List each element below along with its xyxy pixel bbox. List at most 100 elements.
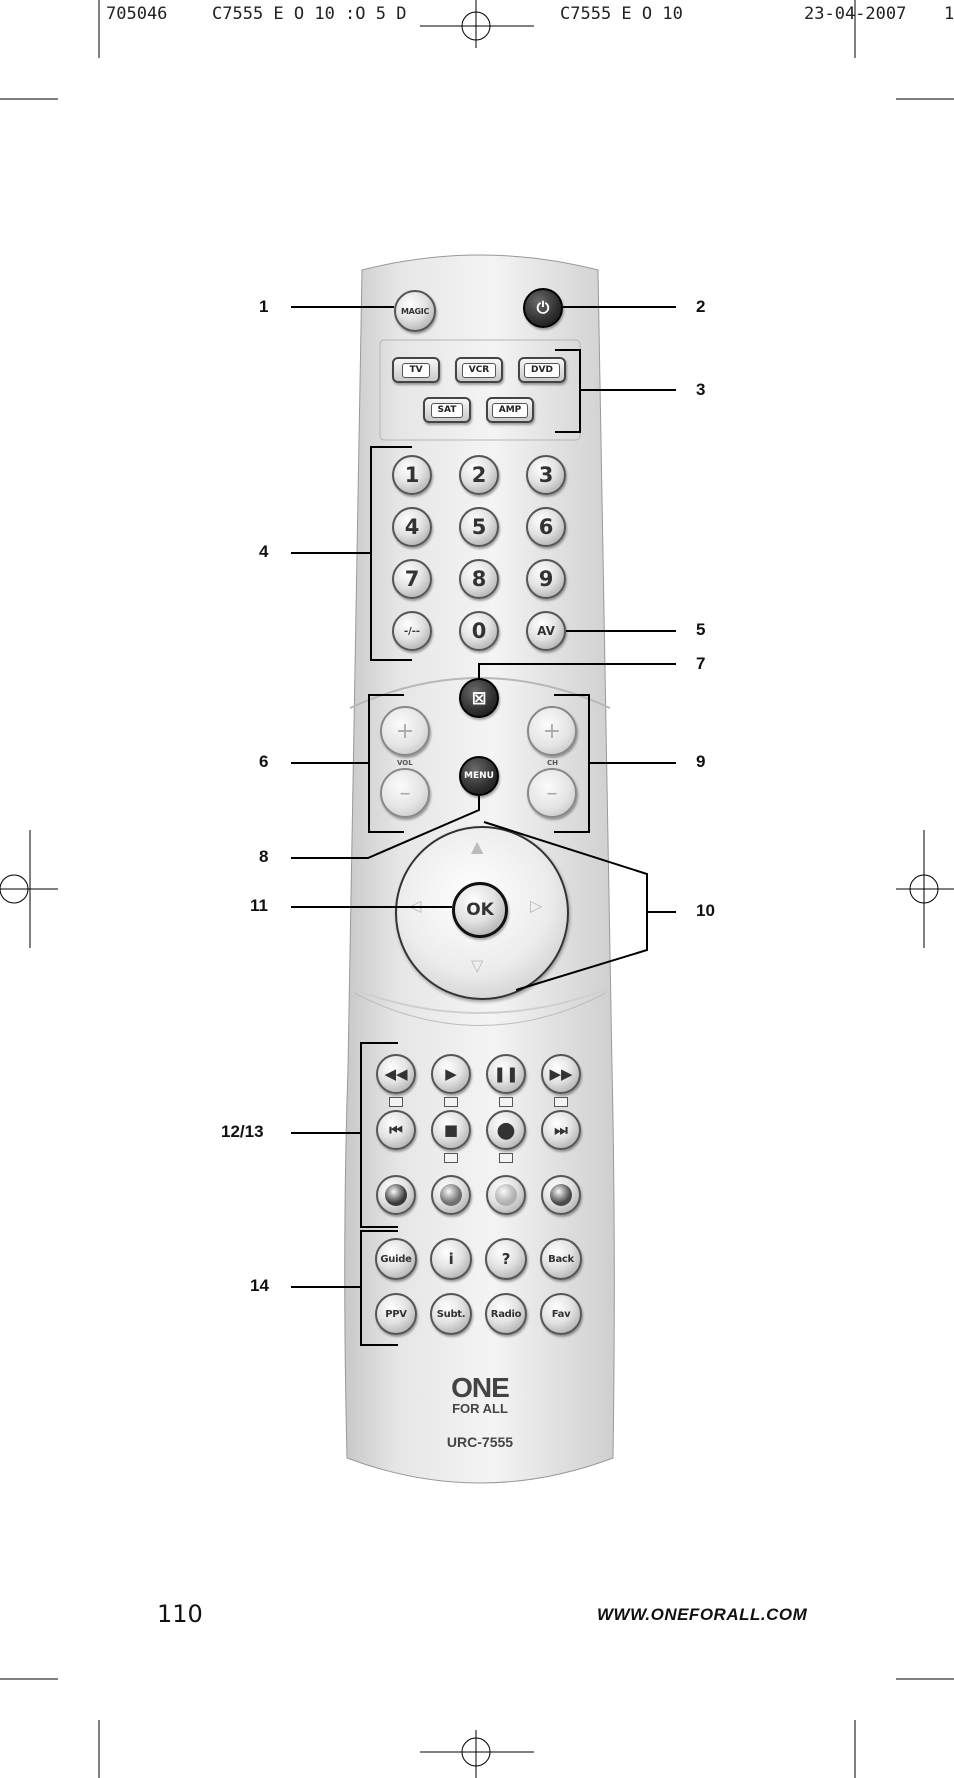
number-key-0[interactable]: 0: [459, 611, 499, 651]
play-button[interactable]: ▶: [431, 1054, 471, 1094]
mute-icon: ⊠: [471, 687, 487, 709]
print-file-name-a: C7555 E O 10 :O 5 D: [212, 4, 407, 24]
callout-2: 2: [696, 297, 706, 316]
number-key-2[interactable]: 2: [459, 455, 499, 495]
volume-label: VOL: [397, 759, 413, 767]
skip-forward-button[interactable]: ⏭: [541, 1110, 581, 1150]
power-icon: ⏻: [536, 298, 550, 317]
device-key-amp[interactable]: AMP: [486, 397, 534, 423]
skip-back-icon: ⏮: [389, 1121, 403, 1139]
print-page: 1: [944, 4, 954, 24]
device-key-dvd[interactable]: DVD: [518, 357, 566, 383]
device-key-sat[interactable]: SAT: [423, 397, 471, 423]
number-key-9[interactable]: 9: [526, 559, 566, 599]
magic-button[interactable]: MAGIC: [394, 290, 436, 332]
rewind-icon: ◀◀: [384, 1065, 408, 1083]
rewind-button[interactable]: ◀◀: [376, 1054, 416, 1094]
radio-button[interactable]: Radio: [485, 1293, 527, 1335]
ppv-button[interactable]: PPV: [375, 1293, 417, 1335]
teletext-hold-icon: [554, 1097, 568, 1107]
teletext-off-icon: [444, 1097, 458, 1107]
color-key-3[interactable]: [486, 1175, 526, 1215]
callout-9: 9: [696, 752, 706, 771]
page-number: 110: [157, 1600, 203, 1628]
stop-icon: ■: [443, 1121, 459, 1139]
teletext-size-icon: [444, 1153, 458, 1163]
device-key-vcr[interactable]: VCR: [455, 357, 503, 383]
callout-7: 7: [696, 654, 706, 673]
number-key-8[interactable]: 8: [459, 559, 499, 599]
channel-down-button[interactable]: –: [527, 768, 577, 818]
device-key-label: VCR: [461, 362, 497, 378]
play-icon: ▶: [445, 1065, 457, 1083]
callout-3: 3: [696, 380, 706, 399]
device-key-label: SAT: [430, 402, 464, 418]
info-button[interactable]: i: [430, 1238, 472, 1280]
left-arrow-icon[interactable]: ◁: [409, 896, 422, 915]
print-job-number: 705046: [106, 4, 168, 24]
number-key-1[interactable]: 1: [392, 455, 432, 495]
device-key-label: DVD: [524, 362, 560, 378]
color-key-dot: [495, 1184, 517, 1206]
fast-forward-button[interactable]: ▶▶: [541, 1054, 581, 1094]
up-arrow-icon[interactable]: ▲: [471, 837, 484, 856]
av-key[interactable]: AV: [526, 611, 566, 651]
callout-5: 5: [696, 620, 706, 639]
color-key-4[interactable]: [541, 1175, 581, 1215]
color-key-1[interactable]: [376, 1175, 416, 1215]
subtitle-button[interactable]: Subt.: [430, 1293, 472, 1335]
callout-1: 1: [259, 297, 269, 316]
number-key-3[interactable]: 3: [526, 455, 566, 495]
volume-down-button[interactable]: –: [380, 768, 430, 818]
color-key-dot: [550, 1184, 572, 1206]
number-key-4[interactable]: 4: [392, 507, 432, 547]
skip-back-button[interactable]: ⏮: [376, 1110, 416, 1150]
callout-11: 11: [250, 896, 268, 915]
print-file-name-b: C7555 E O 10: [560, 4, 683, 24]
callout-6: 6: [259, 752, 269, 771]
callout-14: 14: [250, 1276, 269, 1295]
number-key-5[interactable]: 5: [459, 507, 499, 547]
channel-label: CH: [547, 759, 558, 767]
number-key-7[interactable]: 7: [392, 559, 432, 599]
power-button[interactable]: ⏻: [523, 288, 563, 328]
record-icon: ●: [496, 1117, 516, 1143]
brand-logo-bottom: FOR ALL: [452, 1401, 508, 1416]
model-number: URC-7555: [446, 1434, 514, 1450]
skip-forward-icon: ⏭: [554, 1121, 568, 1139]
volume-up-button[interactable]: +: [380, 706, 430, 756]
fast-forward-icon: ▶▶: [549, 1065, 573, 1083]
callout-10: 10: [696, 901, 715, 920]
down-arrow-icon[interactable]: ▽: [471, 956, 484, 975]
record-button[interactable]: ●: [486, 1110, 526, 1150]
help-button[interactable]: ?: [485, 1238, 527, 1280]
back-button[interactable]: Back: [540, 1238, 582, 1280]
guide-button[interactable]: Guide: [375, 1238, 417, 1280]
pause-button[interactable]: ❚❚: [486, 1054, 526, 1094]
teletext-mix-icon: [499, 1097, 513, 1107]
device-key-label: TV: [402, 362, 430, 378]
mute-button[interactable]: ⊠: [459, 678, 499, 718]
teletext-reveal-icon: [499, 1153, 513, 1163]
callout-4: 4: [259, 542, 269, 561]
fav-button[interactable]: Fav: [540, 1293, 582, 1335]
right-arrow-icon[interactable]: ▷: [530, 896, 543, 915]
digit-mode-key[interactable]: -/--: [392, 611, 432, 651]
callout-12-13: 12/13: [221, 1122, 264, 1141]
stop-button[interactable]: ■: [431, 1110, 471, 1150]
website-url[interactable]: WWW.ONEFORALL.COM: [597, 1605, 808, 1624]
pause-icon: ❚❚: [493, 1065, 519, 1083]
color-key-dot: [440, 1184, 462, 1206]
color-key-2[interactable]: [431, 1175, 471, 1215]
number-key-6[interactable]: 6: [526, 507, 566, 547]
callout-8: 8: [259, 847, 269, 866]
menu-button[interactable]: MENU: [459, 756, 499, 796]
color-key-dot: [385, 1184, 407, 1206]
device-key-tv[interactable]: TV: [392, 357, 440, 383]
brand-logo-top: ONE: [451, 1372, 510, 1403]
channel-up-button[interactable]: +: [527, 706, 577, 756]
ok-button[interactable]: OK: [452, 882, 508, 938]
device-key-label: AMP: [491, 402, 529, 418]
